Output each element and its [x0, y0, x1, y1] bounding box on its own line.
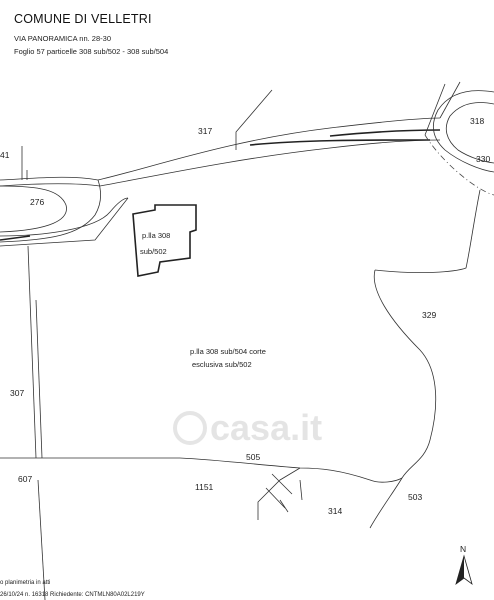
boundary-left-top — [21, 146, 28, 180]
road-upper — [0, 117, 441, 187]
footer-line2: 26/10/24 n. 16318 Richiedente: CNTMLN80A… — [0, 592, 145, 598]
boundary-317 — [235, 89, 273, 150]
court-label-line2: esclusiva sub/502 — [192, 360, 252, 369]
court-label-line1: p.lla 308 sub/504 corte — [190, 347, 266, 356]
footer-line1: o planimetria in atti — [0, 580, 51, 586]
parcel-label-317: 317 — [198, 126, 212, 136]
north-arrow-icon: N — [455, 544, 473, 586]
parcel-label-318: 318 — [470, 116, 484, 126]
building-308-sub502 — [132, 204, 197, 277]
boundary-lower — [0, 457, 403, 520]
watermark: casa.it — [173, 407, 322, 448]
address-line: VIA PANORAMICA nn. 28-30 — [14, 34, 111, 43]
parcel-label-503: 503 — [408, 492, 422, 502]
parcel-label-307: 307 — [10, 388, 24, 398]
boundary-307 — [27, 245, 46, 600]
parcel-label-1151: 1151 — [195, 482, 214, 492]
parcel-label-41: 41 — [0, 150, 10, 160]
road-left — [0, 179, 129, 247]
watermark-text: casa.it — [210, 407, 322, 448]
watermark-house-icon — [173, 411, 207, 445]
parcel-label-329: 329 — [422, 310, 436, 320]
parcel-label-607: 607 — [18, 474, 32, 484]
parcel-329-boundary — [369, 269, 437, 529]
page-title: COMUNE DI VELLETRI — [14, 12, 152, 26]
building-label-line1: p.lla 308 — [142, 231, 170, 240]
building-label-line2: sub/502 — [140, 247, 167, 256]
road-right — [374, 81, 494, 274]
parcel-label-314: 314 — [328, 506, 342, 516]
north-label: N — [460, 544, 466, 554]
parcel-label-505: 505 — [246, 452, 260, 462]
cadastral-line: Foglio 57 particelle 308 sub/502 - 308 s… — [14, 47, 169, 56]
parcel-label-330: 330 — [476, 154, 490, 164]
parcel-label-276: 276 — [30, 197, 44, 207]
